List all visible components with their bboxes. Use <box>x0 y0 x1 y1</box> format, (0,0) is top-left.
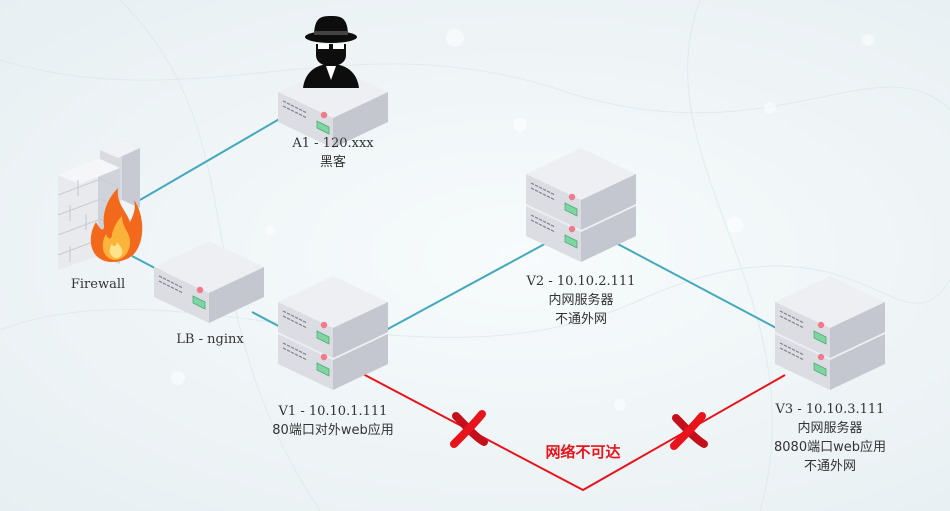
v3-desc: 内网服务器 <box>797 421 863 436</box>
link-v2-v3 <box>613 241 781 331</box>
v3-port: 8080端口web应用 <box>774 440 886 455</box>
hacker-server-icon <box>277 16 389 149</box>
firewall-icon <box>57 140 143 270</box>
hacker-icon <box>303 16 359 88</box>
v3-ip: V3 - 10.10.3.111 <box>775 402 885 417</box>
blocked-x-icon-right <box>670 412 708 450</box>
background-dots <box>171 29 874 411</box>
lb-label: LB - nginx <box>176 332 244 347</box>
unreachable-label: 网络不可达 <box>545 443 621 461</box>
v1-server-icon <box>277 275 389 391</box>
v1-label: V1 - 10.10.1.111 80端口对外web应用 <box>253 402 413 440</box>
v2-label: V2 - 10.10.2.111 内网服务器 不通外网 <box>511 272 651 329</box>
hacker-label: A1 - 120.xxx 黑客 <box>273 134 393 172</box>
blocked-x-icon-left <box>450 410 488 448</box>
v2-desc: 内网服务器 <box>548 293 614 308</box>
blocked-path <box>362 373 786 492</box>
v2-note: 不通外网 <box>554 312 607 327</box>
link-v1-v2 <box>385 239 553 331</box>
v3-label: V3 - 10.10.3.111 内网服务器 8080端口web应用 不通外网 <box>760 400 900 476</box>
v2-ip: V2 - 10.10.2.111 <box>526 274 636 289</box>
v1-ip: V1 - 10.10.1.111 <box>278 404 388 419</box>
v3-server-icon <box>774 275 886 391</box>
link-firewall-hacker <box>139 113 289 201</box>
firewall-label: Firewall <box>70 277 126 292</box>
v3-note: 不通外网 <box>803 459 856 474</box>
v1-desc: 80端口对外web应用 <box>272 423 394 438</box>
hacker-role: 黑客 <box>319 155 346 170</box>
hacker-ip: A1 - 120.xxx <box>292 136 374 151</box>
